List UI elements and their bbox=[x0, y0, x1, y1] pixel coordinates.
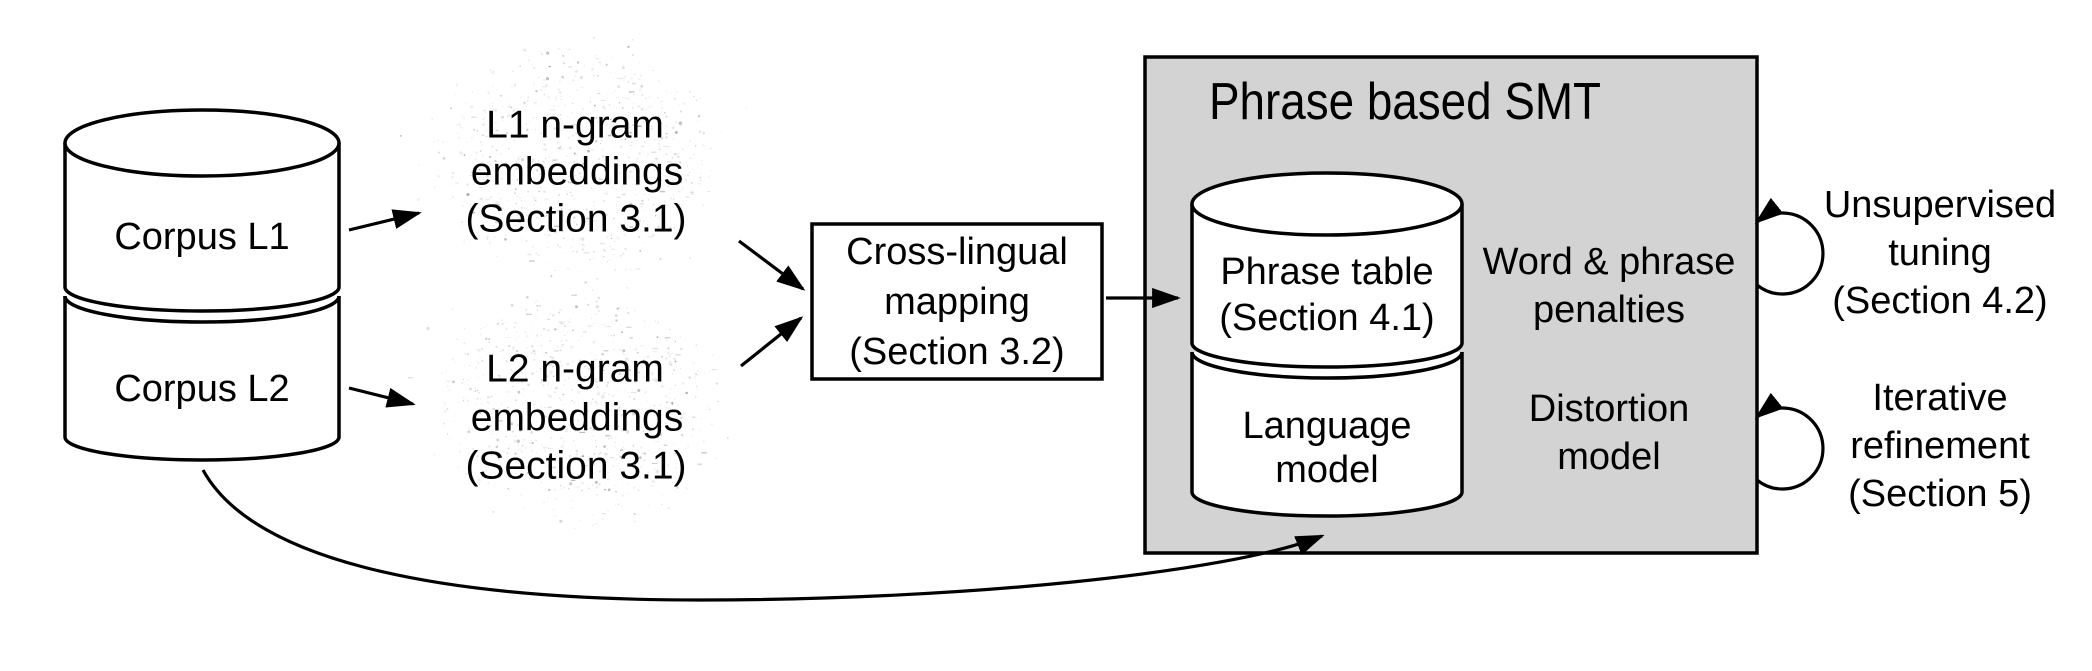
l2-embeddings-speckles bbox=[408, 271, 729, 530]
iterative-refinement-line2: refinement bbox=[1850, 425, 2030, 467]
corpus-l2-cylinder-top-arc bbox=[63, 295, 341, 324]
mapping-label-line2: mapping bbox=[884, 281, 1030, 323]
l1-embeddings-label-line2: embeddings bbox=[471, 151, 683, 194]
distortion-model-line1: Distortion bbox=[1529, 388, 1690, 430]
l1-embeddings-speckles bbox=[399, 37, 747, 289]
language-model-cylinder bbox=[1190, 352, 1464, 518]
arrow-corpus-l2-to-language-model bbox=[201, 469, 1325, 602]
l2-embeddings-cloud: L2 n-gram embeddings (Section 3.1) bbox=[408, 271, 729, 530]
l2-embeddings-label-line3: (Section 3.1) bbox=[465, 445, 686, 488]
phrase-table-cylinder-lid bbox=[1190, 171, 1464, 237]
iterative-refinement-line3: (Section 5) bbox=[1848, 473, 2032, 515]
mapping-box-rect bbox=[810, 222, 1104, 381]
language-model-cylinder-top-arc bbox=[1190, 351, 1464, 380]
unsupervised-tuning-line2: tuning bbox=[1888, 232, 1992, 274]
unsupervised-tuning-label: Unsupervised tuning (Section 4.2) bbox=[1824, 184, 2056, 322]
mapping-label-line1: Cross-lingual bbox=[846, 231, 1068, 273]
arrow-corpus-l1-to-l1-embeddings bbox=[348, 209, 422, 232]
language-model-label-line2: model bbox=[1275, 449, 1379, 491]
mapping-label-line3: (Section 3.2) bbox=[849, 331, 1064, 373]
arrow-l1-embeddings-to-mapping bbox=[738, 239, 806, 291]
l1-embeddings-cloud: L1 n-gram embeddings (Section 3.1) bbox=[399, 37, 747, 289]
loop-arrow-iterative-refinement bbox=[1754, 392, 1825, 491]
phrase-table-cylinder bbox=[1190, 204, 1464, 369]
word-phrase-penalties-line2: penalties bbox=[1533, 289, 1685, 331]
distortion-model-line2: model bbox=[1557, 436, 1661, 478]
corpus-l1-cylinder bbox=[63, 143, 341, 313]
cross-lingual-mapping-box: Cross-lingual mapping (Section 3.2) bbox=[810, 222, 1104, 381]
phrase-table-label-line2: (Section 4.1) bbox=[1219, 297, 1434, 339]
arrow-corpus-l2-to-l2-embeddings bbox=[348, 386, 416, 408]
unsupervised-tuning-line1: Unsupervised bbox=[1824, 184, 2056, 226]
l1-embeddings-label-line1: L1 n-gram bbox=[486, 104, 664, 147]
iterative-refinement-line1: Iterative bbox=[1872, 377, 2007, 419]
smt-box-title: Phrase based SMT bbox=[1209, 73, 1601, 131]
phrase-table-label-line1: Phrase table bbox=[1220, 251, 1433, 293]
corpus-l2-label: Corpus L2 bbox=[114, 368, 289, 410]
arrow-l2-embeddings-to-mapping bbox=[740, 316, 804, 368]
word-phrase-penalties-line1: Word & phrase bbox=[1483, 241, 1736, 283]
l1-embeddings-label-line3: (Section 3.1) bbox=[465, 198, 686, 241]
unsupervised-tuning-line3: (Section 4.2) bbox=[1832, 280, 2047, 322]
corpus-l2-cylinder bbox=[63, 296, 341, 462]
language-model-label-line1: Language bbox=[1242, 405, 1411, 447]
corpus-l1-cylinder-lid bbox=[63, 108, 341, 178]
phrase-based-smt-box: Phrase based SMT Phrase table (Section 4… bbox=[1143, 55, 1759, 555]
l2-embeddings-label-line2: embeddings bbox=[471, 397, 683, 440]
corpus-l1-label: Corpus L1 bbox=[114, 216, 289, 258]
l2-embeddings-label-line1: L2 n-gram bbox=[486, 348, 664, 391]
loop-arrow-unsupervised-tuning bbox=[1754, 197, 1825, 296]
corpus-database: Corpus L1 Corpus L2 bbox=[63, 108, 341, 462]
iterative-refinement-label: Iterative refinement (Section 5) bbox=[1848, 377, 2032, 515]
